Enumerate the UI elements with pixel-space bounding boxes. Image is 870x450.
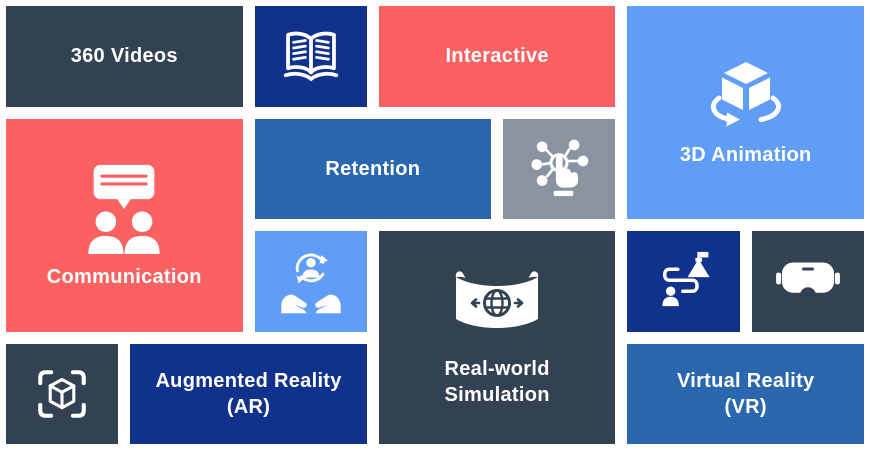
tile-label: Communication [46,266,202,288]
tile-label: 360 Videos [70,45,178,68]
tile-touch-network [503,118,616,219]
tile-label: Virtual Reality(VR) [676,369,815,418]
tile-virtual-reality: Virtual Reality(VR) [627,343,864,444]
tile-learning-book [254,6,367,107]
cube-scan-icon [38,369,86,418]
touch-network-icon [531,139,589,196]
chat-people-icon [88,164,161,254]
tile-retention: Retention [254,118,492,219]
tile-label: Retention [325,157,421,180]
hands-person-cycle-icon [280,253,341,314]
tile-label: 3D Animation [679,143,812,166]
tile-vr-headset [751,231,864,332]
tile-augmented-reality: Augmented Reality(AR) [130,343,367,444]
tile-360-videos: 360 Videos [6,6,243,107]
tile-label: Augmented Reality(AR) [155,369,342,418]
tile-label: Interactive [445,45,549,68]
tile-journey-flask [627,231,740,332]
panorama-globe-icon [455,270,539,328]
tile-hands-person-cycle [254,231,367,332]
tile-cube-scan [6,343,119,444]
open-book-icon [283,31,338,82]
vr-headset-icon [775,262,840,303]
cube-rotate-icon [710,61,781,126]
journey-flask-icon [661,252,710,307]
tile-communication: Communication [6,118,243,332]
tile-3d-animation: 3D Animation [627,6,864,219]
tile-interactive: Interactive [378,6,616,107]
